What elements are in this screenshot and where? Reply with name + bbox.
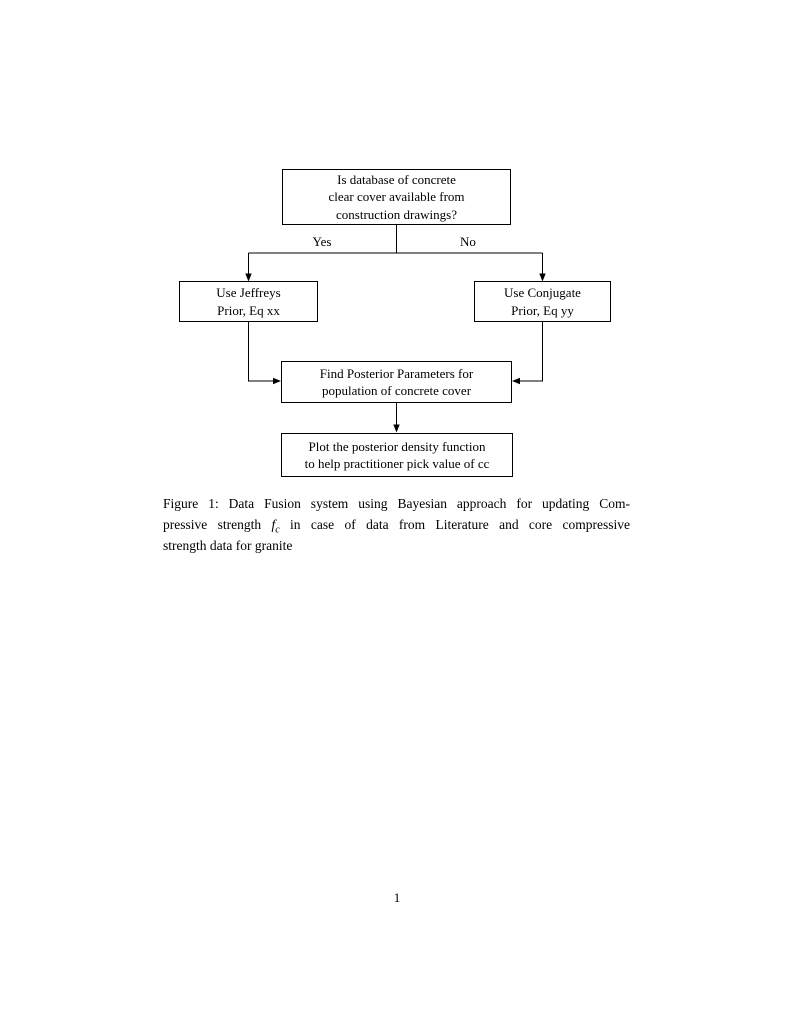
page-number: 1 xyxy=(393,890,401,905)
posterior-parameters-box-line: population of concrete cover xyxy=(321,383,472,398)
caption-line-1: Figure 1: Data Fusion system using Bayes… xyxy=(163,496,630,511)
conjugate-prior-box-line: Use Conjugate xyxy=(504,285,581,300)
posterior-parameters-box-line: Find Posterior Parameters for xyxy=(319,365,474,381)
decision-box-line: construction drawings? xyxy=(336,206,457,222)
caption-line-3: strength data for granite xyxy=(163,538,293,553)
decision-box-line: clear cover available from xyxy=(328,189,465,205)
branch-label-yes: Yes xyxy=(312,234,332,249)
jeffreys-prior-box-line: Prior, Eq xx xyxy=(217,302,280,318)
jeffreys-prior-box-line: Use Jeffreys xyxy=(216,285,281,300)
plot-density-box-line: Plot the posterior density function xyxy=(308,438,486,454)
plot-density-box: Plot the posterior density function to h… xyxy=(281,433,513,477)
conjugate-prior-box-line: Prior, Eq yy xyxy=(511,302,574,318)
math-variable: f xyxy=(271,517,276,532)
math-subscript: c xyxy=(275,524,280,536)
caption-text-after-math: in case of data from Literature and core… xyxy=(290,517,631,532)
caption-line-2: pressive strength fc in case of data fro… xyxy=(163,514,630,535)
posterior-parameters-box: Find Posterior Parameters for population… xyxy=(281,361,512,403)
arrowhead-to-posterior-box-left xyxy=(273,377,281,385)
math-fc-symbol: fc xyxy=(271,517,279,535)
decision-box: Is database of concrete clear cover avai… xyxy=(282,169,511,225)
figure-caption: Figure 1: Data Fusion system using Bayes… xyxy=(163,493,630,556)
plot-density-box-line: to help practitioner pick value of cc xyxy=(304,456,490,471)
caption-text-before-math: pressive strength xyxy=(163,517,262,532)
arrowhead-to-posterior-box-right xyxy=(512,377,520,385)
conjugate-prior-box: Use Conjugate Prior, Eq yy xyxy=(474,281,611,322)
decision-box-line: Is database of concrete xyxy=(337,171,456,187)
jeffreys-prior-box: Use Jeffreys Prior, Eq xx xyxy=(179,281,318,322)
branch-label-no: No xyxy=(460,234,476,249)
arrowhead-to-plot-box xyxy=(393,424,400,433)
